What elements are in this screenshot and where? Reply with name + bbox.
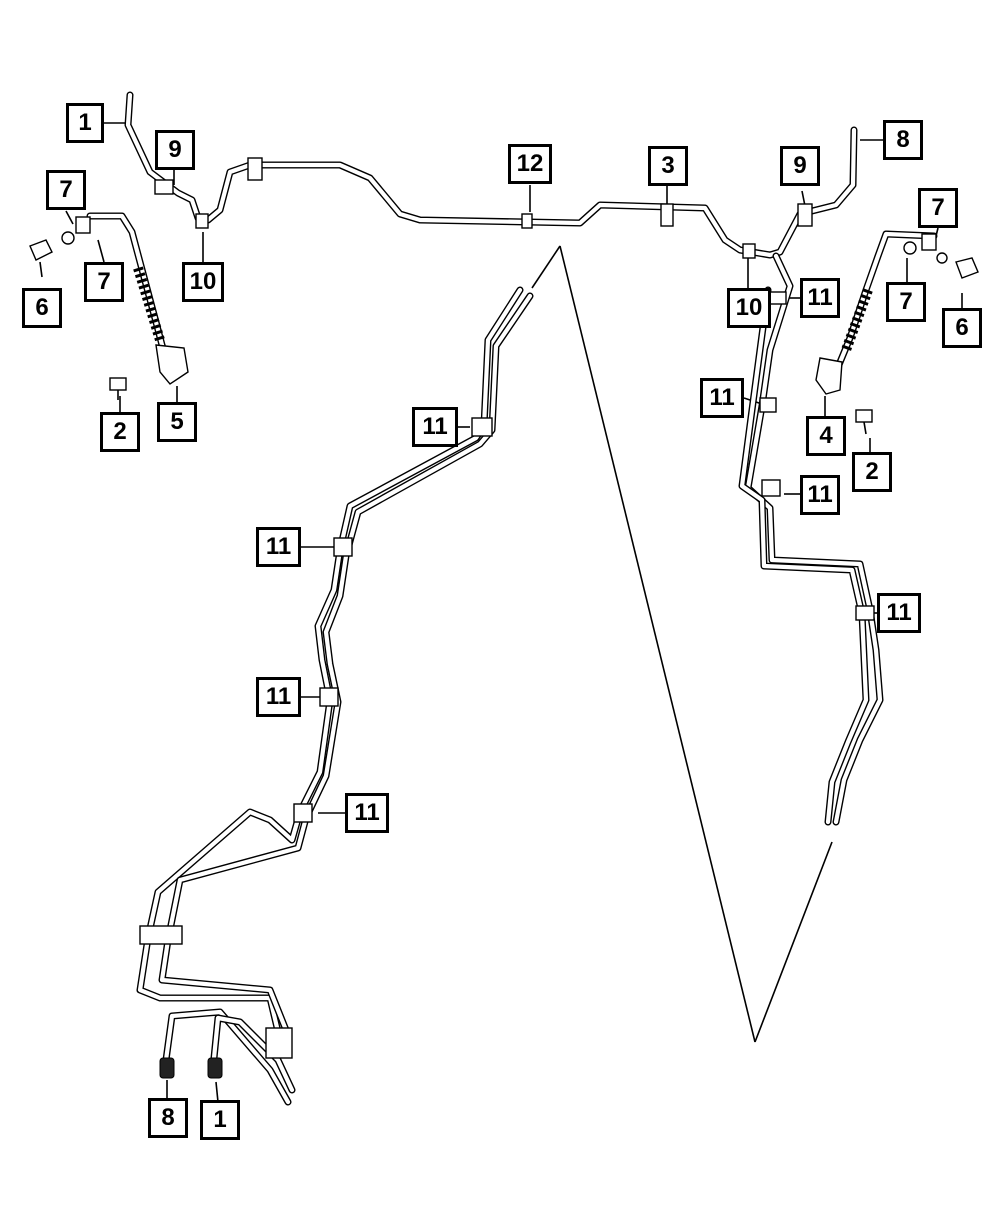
callout-12: 12 — [508, 144, 552, 184]
detail-tubes — [136, 286, 534, 1106]
clip-10-right — [742, 243, 756, 259]
clips — [154, 157, 875, 823]
callout-9-right: 9 — [780, 146, 820, 186]
callout-3: 3 — [648, 146, 688, 186]
clip-9-right — [797, 203, 813, 227]
left-front-hose — [29, 212, 189, 400]
callout-11-d: 11 — [877, 593, 921, 633]
clip-11-c — [761, 479, 781, 497]
callout-8-bottom: 8 — [148, 1098, 188, 1138]
right-side-tubes — [738, 252, 884, 826]
callout-9-left: 9 — [155, 130, 195, 170]
clip-9-left — [154, 179, 174, 195]
callout-1-bottom: 1 — [200, 1100, 240, 1140]
callout-4: 4 — [806, 416, 846, 456]
clip-11-f — [333, 537, 353, 557]
callout-5: 5 — [157, 402, 197, 442]
callout-2-right: 2 — [852, 452, 892, 492]
callout-11-f: 11 — [256, 527, 301, 567]
clip-11-h — [293, 803, 313, 823]
callout-1-top: 1 — [66, 103, 104, 143]
callout-11-b: 11 — [700, 378, 744, 418]
clip-3 — [660, 203, 674, 227]
callout-11-c: 11 — [800, 475, 840, 515]
callout-10-right: 10 — [727, 288, 771, 328]
clip-10-left — [195, 213, 209, 229]
clip-11-d — [855, 605, 875, 621]
callout-7-right-b: 7 — [886, 282, 926, 322]
clip-11-b — [759, 397, 777, 413]
callout-8-top: 8 — [883, 120, 923, 160]
callout-11-a: 11 — [800, 278, 840, 318]
callout-6-right: 6 — [942, 308, 982, 348]
clip-11-e — [471, 417, 493, 437]
callout-2-left: 2 — [100, 412, 140, 452]
callout-7-left-a: 7 — [46, 170, 86, 210]
right-front-hose — [815, 230, 979, 435]
clip-11-g — [319, 687, 339, 707]
callout-7-left-b: 7 — [84, 262, 124, 302]
clip-11-a — [769, 291, 787, 305]
leader-lines — [39, 122, 963, 1103]
callout-6-left: 6 — [22, 288, 62, 328]
callout-11-h: 11 — [345, 793, 389, 833]
main-cross-tube — [124, 91, 858, 259]
callout-11-e: 11 — [412, 407, 458, 447]
callout-7-right-a: 7 — [918, 188, 958, 228]
callout-11-g: 11 — [256, 677, 301, 717]
callout-10-left: 10 — [182, 262, 224, 302]
clip-upper-left — [247, 157, 263, 181]
clip-12 — [521, 213, 533, 229]
